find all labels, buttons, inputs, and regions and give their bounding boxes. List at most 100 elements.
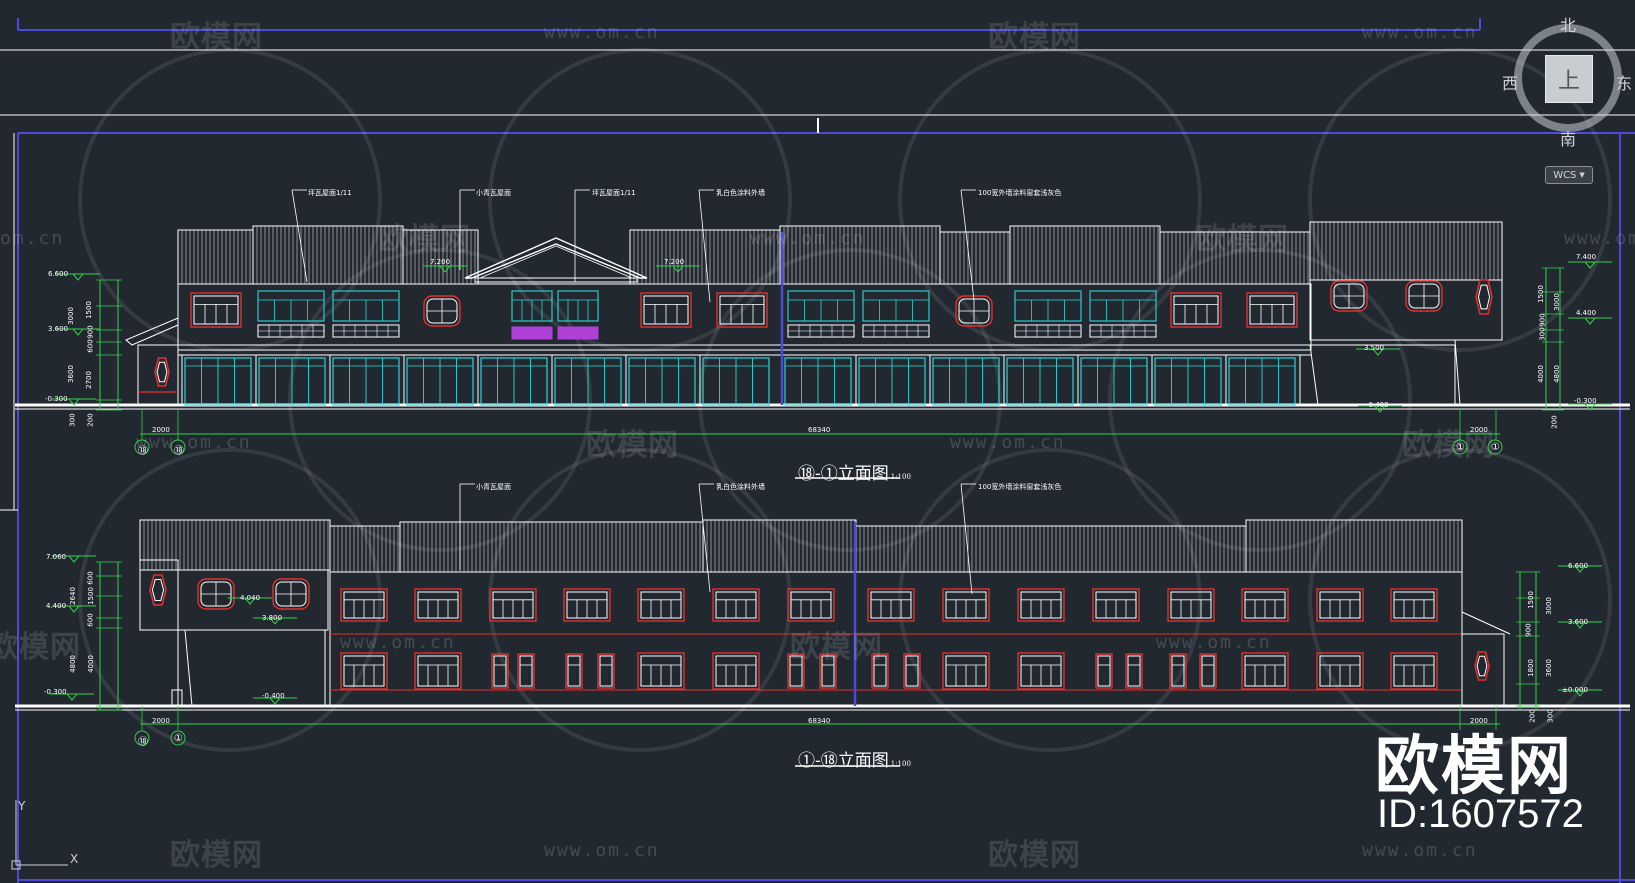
wcs-dropdown[interactable]: WCS▼ bbox=[1545, 166, 1593, 184]
roof-outline bbox=[939, 231, 1011, 285]
window-frame bbox=[716, 292, 768, 328]
compass-south[interactable]: 南 bbox=[1560, 130, 1577, 149]
level-label: -0.300 bbox=[44, 688, 67, 696]
dim-total: 68340 bbox=[808, 426, 831, 434]
level-marker bbox=[71, 328, 85, 336]
level-label: 3.600 bbox=[48, 325, 69, 333]
axis-bubble bbox=[170, 730, 186, 746]
callout-leader bbox=[291, 189, 308, 283]
dim-vertical: 600 bbox=[86, 339, 95, 353]
window-frame bbox=[1170, 292, 1222, 328]
compass-west[interactable]: 西 bbox=[1502, 74, 1519, 93]
window bbox=[905, 655, 919, 687]
callout-leader bbox=[698, 189, 711, 303]
axis-bubble-label: ⑱ bbox=[174, 446, 184, 457]
level-marker bbox=[67, 555, 81, 563]
window-frame bbox=[340, 588, 388, 622]
hex-window bbox=[151, 579, 165, 601]
window-frame bbox=[1199, 653, 1217, 689]
dim-left: 2000 bbox=[152, 426, 170, 434]
callout-leader bbox=[960, 483, 973, 595]
roof-hatch bbox=[1013, 226, 1159, 284]
dim-vertical: 200 bbox=[86, 413, 95, 427]
roof-hatch bbox=[406, 230, 476, 284]
level-label: -0.400 bbox=[1366, 401, 1389, 409]
roof-outline bbox=[139, 519, 331, 571]
dim-right: 2000 bbox=[1470, 717, 1488, 725]
compass-north[interactable]: 北 bbox=[1560, 16, 1577, 35]
roof-hatch bbox=[1313, 222, 1499, 280]
window-frame bbox=[1241, 588, 1289, 622]
window-frame bbox=[1169, 653, 1187, 689]
dim-left: 2000 bbox=[152, 717, 170, 725]
callout-roof-2: 小青瓦屋面 bbox=[476, 189, 511, 197]
gable-inner bbox=[479, 245, 633, 279]
axis-bubble bbox=[134, 730, 150, 746]
brand-logo-text: 欧模网 bbox=[1375, 730, 1573, 804]
callout-wall: 乳白色涂料外墙 bbox=[716, 189, 765, 197]
hex-window bbox=[156, 361, 168, 383]
dim-vertical: 1500 bbox=[1526, 591, 1535, 609]
window bbox=[1097, 655, 1111, 687]
hex-window-frame bbox=[1474, 651, 1490, 681]
watermark-brand: 欧模网 bbox=[170, 20, 263, 55]
watermark-brand: 欧模网 bbox=[586, 428, 679, 463]
window-frame bbox=[1316, 588, 1364, 622]
window-frame bbox=[563, 588, 611, 622]
chevron-down-icon: ▼ bbox=[1579, 171, 1585, 179]
window-frame bbox=[1390, 588, 1438, 622]
compass-east[interactable]: 东 bbox=[1616, 74, 1633, 93]
window-frame bbox=[1246, 292, 1298, 328]
roof-hatch bbox=[633, 230, 779, 284]
garage-opening bbox=[1309, 344, 1456, 406]
window-frame bbox=[1390, 652, 1438, 690]
watermark-url: om.cn bbox=[0, 228, 65, 249]
window bbox=[1127, 655, 1141, 687]
hex-window bbox=[1477, 284, 1491, 310]
gable-eave bbox=[474, 277, 638, 283]
roof-hatch bbox=[1163, 232, 1309, 284]
decor-panel-purple bbox=[557, 326, 599, 340]
window-frame bbox=[1095, 653, 1113, 689]
round-window-frame bbox=[272, 578, 310, 610]
round-window-frame bbox=[1330, 280, 1368, 312]
dim-vertical: 3000 bbox=[66, 307, 75, 325]
window-frame bbox=[1125, 653, 1143, 689]
window-frame bbox=[640, 292, 692, 328]
watermark-circle bbox=[1308, 48, 1612, 352]
watermark-circle bbox=[698, 248, 1002, 552]
window bbox=[567, 655, 581, 687]
level-label: 7.400 bbox=[1576, 253, 1597, 261]
hex-window-frame bbox=[154, 357, 170, 387]
annex-right bbox=[1461, 633, 1505, 707]
annex-roof-left bbox=[125, 317, 179, 346]
roof-hatch bbox=[256, 226, 402, 284]
window-frame bbox=[712, 588, 760, 622]
level-label: 4.400 bbox=[1576, 309, 1597, 317]
upper-wall-annex bbox=[1309, 279, 1503, 341]
axis-bubble bbox=[134, 439, 150, 455]
window-frame bbox=[637, 652, 685, 690]
dim-vertical: 3600 bbox=[1544, 659, 1553, 677]
dim-right: 2000 bbox=[1470, 426, 1488, 434]
hex-window-frame bbox=[149, 574, 167, 606]
roof-hatch bbox=[943, 232, 1009, 284]
viewcube-top-face[interactable]: 上 bbox=[1545, 55, 1593, 103]
watermark-url: www.om.cn bbox=[1362, 840, 1478, 861]
window-frame bbox=[787, 588, 835, 622]
dim-vertical: 3000 bbox=[1544, 597, 1553, 615]
window-frame bbox=[190, 292, 242, 328]
level-label: 6.600 bbox=[48, 270, 69, 278]
axis-bubble-label: ① bbox=[174, 733, 183, 744]
roof-hatch bbox=[333, 526, 399, 572]
window-frame bbox=[1167, 588, 1215, 622]
dim-vertical: 200 bbox=[1550, 415, 1559, 429]
dim-vertical: 3000 bbox=[1552, 293, 1561, 311]
watermark-url: www.om.cn bbox=[544, 22, 660, 43]
window-frame bbox=[942, 588, 990, 622]
window-frame bbox=[819, 653, 837, 689]
callout-roof: 小青瓦屋面 bbox=[476, 483, 511, 491]
round-window-frame bbox=[1405, 280, 1443, 312]
